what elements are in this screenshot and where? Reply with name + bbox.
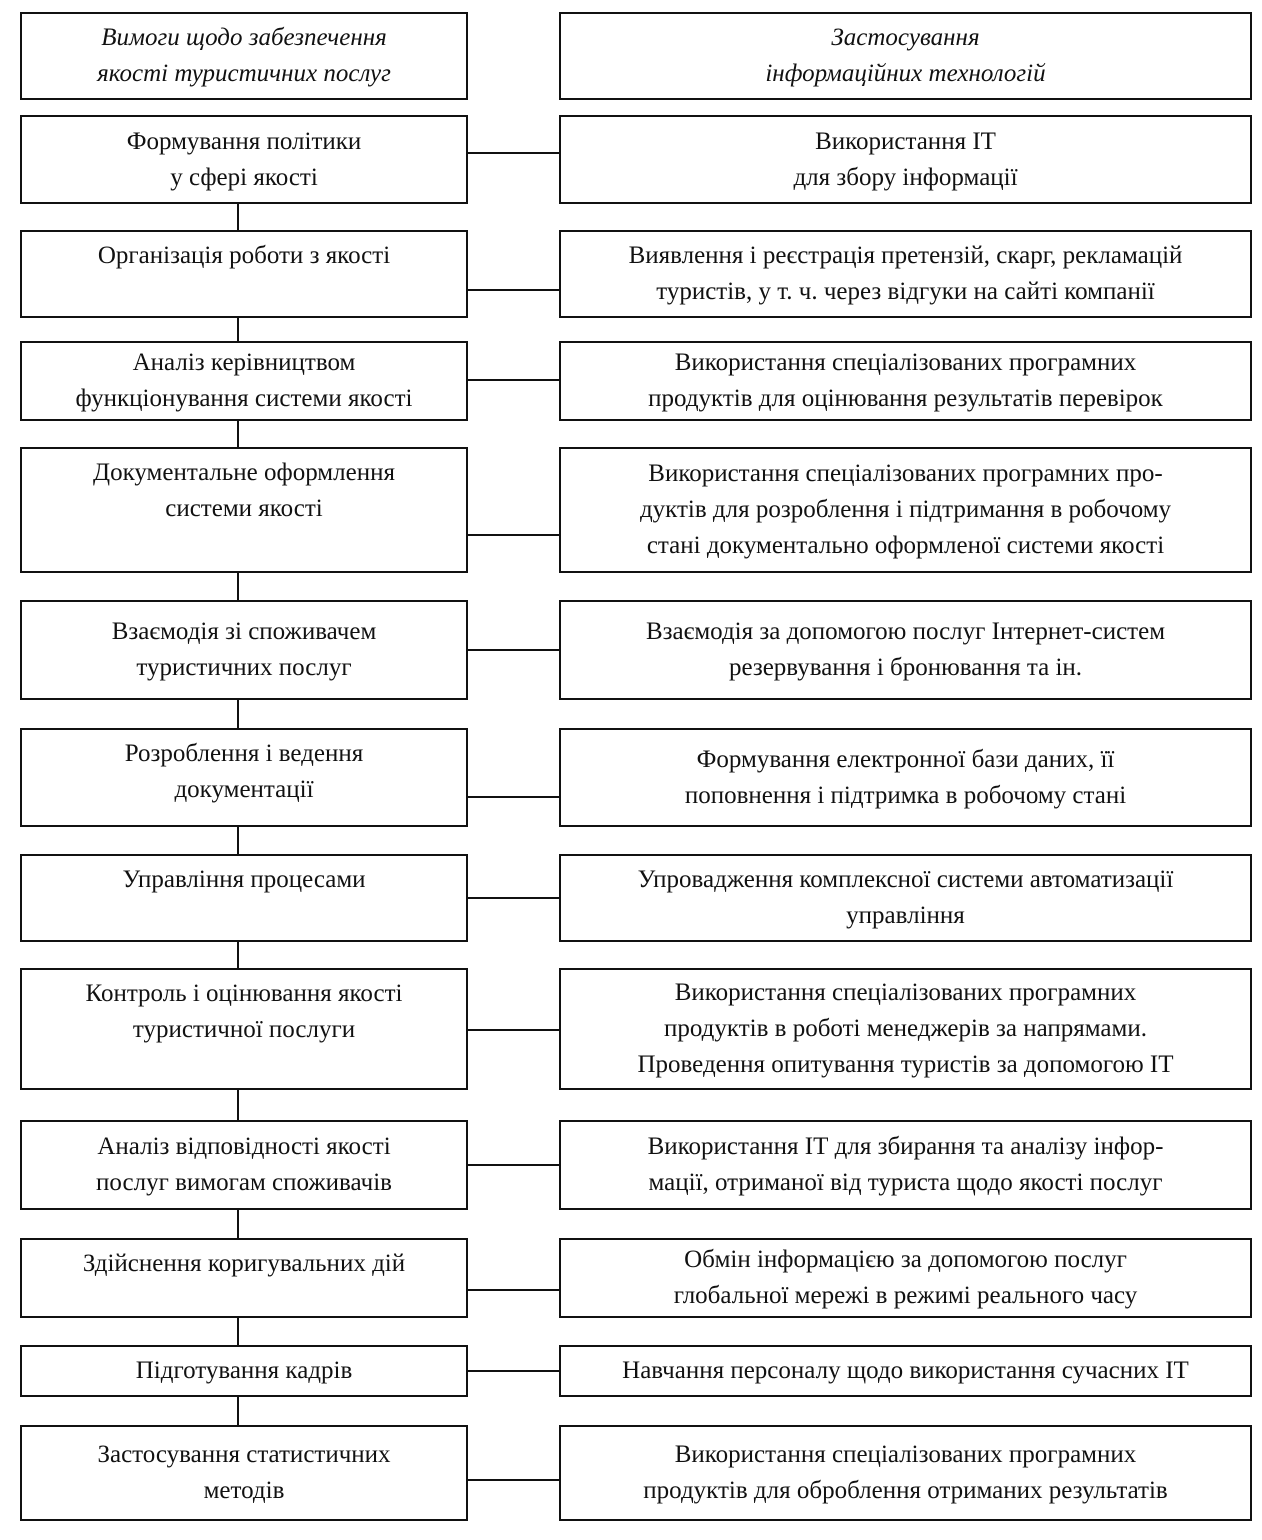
technology-text-3: Використання спеціалізованих програмних …	[648, 349, 1163, 412]
technologies-header-text: Застосування інформаційних технологій	[765, 24, 1046, 87]
requirement-box-6: Розроблення і ведення документації	[20, 728, 468, 827]
technology-box-12: Використання спеціалізованих програмних …	[559, 1425, 1252, 1521]
requirement-text-2: Організація роботи з якості	[97, 242, 391, 269]
technology-box-6: Формування електронної бази даних, її по…	[559, 728, 1252, 827]
requirement-text-8: Контроль і оцінювання якості туристичної…	[85, 980, 403, 1043]
requirement-box-2: Організація роботи з якості	[20, 230, 468, 318]
technology-box-8: Використання спеціалізованих програмних …	[559, 968, 1252, 1090]
technology-text-8: Використання спеціалізованих програмних …	[637, 979, 1174, 1078]
requirement-box-7: Управління процесами	[20, 854, 468, 942]
requirement-text-9: Аналіз відповідності якості послуг вимог…	[96, 1133, 392, 1196]
technology-box-3: Використання спеціалізованих програмних …	[559, 341, 1252, 421]
technology-box-10: Обмін інформацією за допомогою послуг гл…	[559, 1238, 1252, 1318]
technology-box-11: Навчання персоналу щодо використання суч…	[559, 1345, 1252, 1397]
requirement-text-3: Аналіз керівництвом функціонування систе…	[75, 349, 413, 412]
technology-text-12: Використання спеціалізованих програмних …	[643, 1441, 1168, 1504]
requirement-text-4: Документальне оформлення системи якості	[93, 459, 395, 522]
requirement-box-8: Контроль і оцінювання якості туристичної…	[20, 968, 468, 1090]
requirement-box-12: Застосування статистичних методів	[20, 1425, 468, 1521]
requirement-box-5: Взаємодія зі споживачем туристичних посл…	[20, 600, 468, 700]
technology-text-2: Виявлення і реєстрація претензій, скарг,…	[628, 242, 1183, 305]
requirement-text-11: Підготування кадрів	[135, 1357, 353, 1384]
requirements-header-text: Вимоги щодо забезпечення якості туристич…	[97, 24, 391, 87]
technology-box-4: Використання спеціалізованих програмних …	[559, 447, 1252, 573]
requirement-box-1: Формування політики у сфері якості	[20, 115, 468, 204]
requirement-text-1: Формування політики у сфері якості	[126, 127, 362, 191]
technology-text-10: Обмін інформацією за допомогою послуг гл…	[673, 1246, 1138, 1309]
requirement-text-5: Взаємодія зі споживачем туристичних посл…	[111, 618, 377, 681]
requirement-box-3: Аналіз керівництвом функціонування систе…	[20, 341, 468, 421]
requirement-text-12: Застосування статистичних методів	[97, 1441, 391, 1504]
technology-box-7: Упровадження комплексної системи автомат…	[559, 854, 1252, 942]
requirement-box-10: Здійснення коригувальних дій	[20, 1238, 468, 1318]
technology-box-1: Використання ІТ для збору інформації	[559, 115, 1252, 204]
requirement-box-4: Документальне оформлення системи якості	[20, 447, 468, 573]
technology-text-5: Взаємодія за допомогою послуг Інтернет-с…	[645, 618, 1166, 681]
requirement-text-6: Розроблення і ведення документації	[124, 740, 364, 803]
technology-text-4: Використання спеціалізованих програмних …	[639, 460, 1172, 559]
requirement-box-9: Аналіз відповідності якості послуг вимог…	[20, 1120, 468, 1210]
technologies-header: Застосування інформаційних технологій	[559, 12, 1252, 100]
requirements-header: Вимоги щодо забезпечення якості туристич…	[20, 12, 468, 100]
technology-box-2: Виявлення і реєстрація претензій, скарг,…	[559, 230, 1252, 318]
technology-box-9: Використання ІТ для збирання та аналізу …	[559, 1120, 1252, 1210]
technology-text-9: Використання ІТ для збирання та аналізу …	[647, 1133, 1164, 1196]
technology-text-1: Використання ІТ для збору інформації	[793, 127, 1018, 191]
technology-text-6: Формування електронної бази даних, її по…	[684, 745, 1127, 809]
technology-text-11: Навчання персоналу щодо використання суч…	[622, 1357, 1189, 1384]
requirement-box-11: Підготування кадрів	[20, 1345, 468, 1397]
technology-text-7: Упровадження комплексної системи автомат…	[637, 866, 1174, 929]
requirement-text-7: Управління процесами	[122, 866, 366, 893]
requirement-text-10: Здійснення коригувальних дій	[82, 1250, 406, 1277]
technology-box-5: Взаємодія за допомогою послуг Інтернет-с…	[559, 600, 1252, 700]
